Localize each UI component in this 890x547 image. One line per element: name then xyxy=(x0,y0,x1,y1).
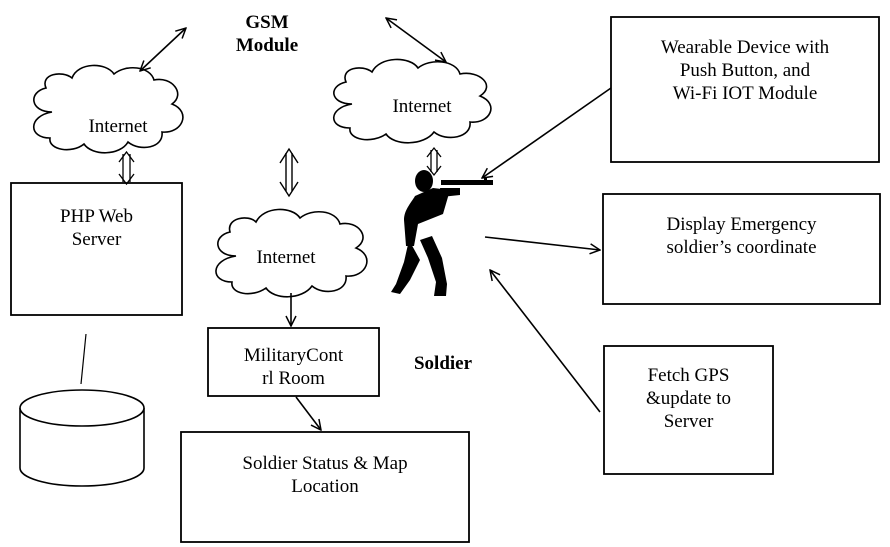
display-box xyxy=(602,193,881,305)
arrow-soldier-to-display xyxy=(484,236,600,250)
arrow-fetch-gps-to-soldier xyxy=(490,270,601,413)
soldier-silhouette-icon xyxy=(391,170,493,296)
cloud-icon xyxy=(333,58,492,144)
php-web-server-label: PHP Web Server xyxy=(60,206,133,250)
wearable-device-label: Wearable Device with Push Button, and Wi… xyxy=(660,37,830,104)
display-emergency-label: Display Emergency soldier’s coordinate xyxy=(666,214,817,258)
database-cylinder-icon xyxy=(19,389,145,487)
double-arrow-gsm-to-center-internet xyxy=(279,147,299,198)
arrow-gsm-to-right-internet xyxy=(386,18,446,62)
gsm-module-label: GSM Module xyxy=(235,12,299,56)
internet-right-label: Internet xyxy=(392,96,452,117)
double-arrow-internet-to-soldier xyxy=(426,146,442,177)
database-link-line xyxy=(80,333,87,385)
arrow-gsm-to-left-internet xyxy=(140,28,186,71)
double-arrow-internet-to-server xyxy=(118,150,135,186)
soldier-label: Soldier xyxy=(413,353,473,374)
cloud-icon xyxy=(215,208,368,298)
internet-center-label: Internet xyxy=(256,247,316,268)
cloud-icon xyxy=(33,64,184,154)
fetch-gps-label: Fetch GPS &update to Server xyxy=(646,365,731,432)
arrow-wearable-to-soldier xyxy=(482,87,612,178)
arrow-control-room-to-status xyxy=(295,396,321,430)
wearable-box xyxy=(610,16,880,163)
control-room-box xyxy=(207,327,380,397)
soldier-status-map-label: Soldier Status & Map Location xyxy=(242,453,408,497)
php-server-box xyxy=(10,182,183,316)
internet-left-label: Internet xyxy=(88,116,148,137)
fetch-gps-box xyxy=(603,345,774,475)
military-control-room-label: MilitaryCont rl Room xyxy=(243,345,344,389)
status-map-box xyxy=(180,431,470,543)
